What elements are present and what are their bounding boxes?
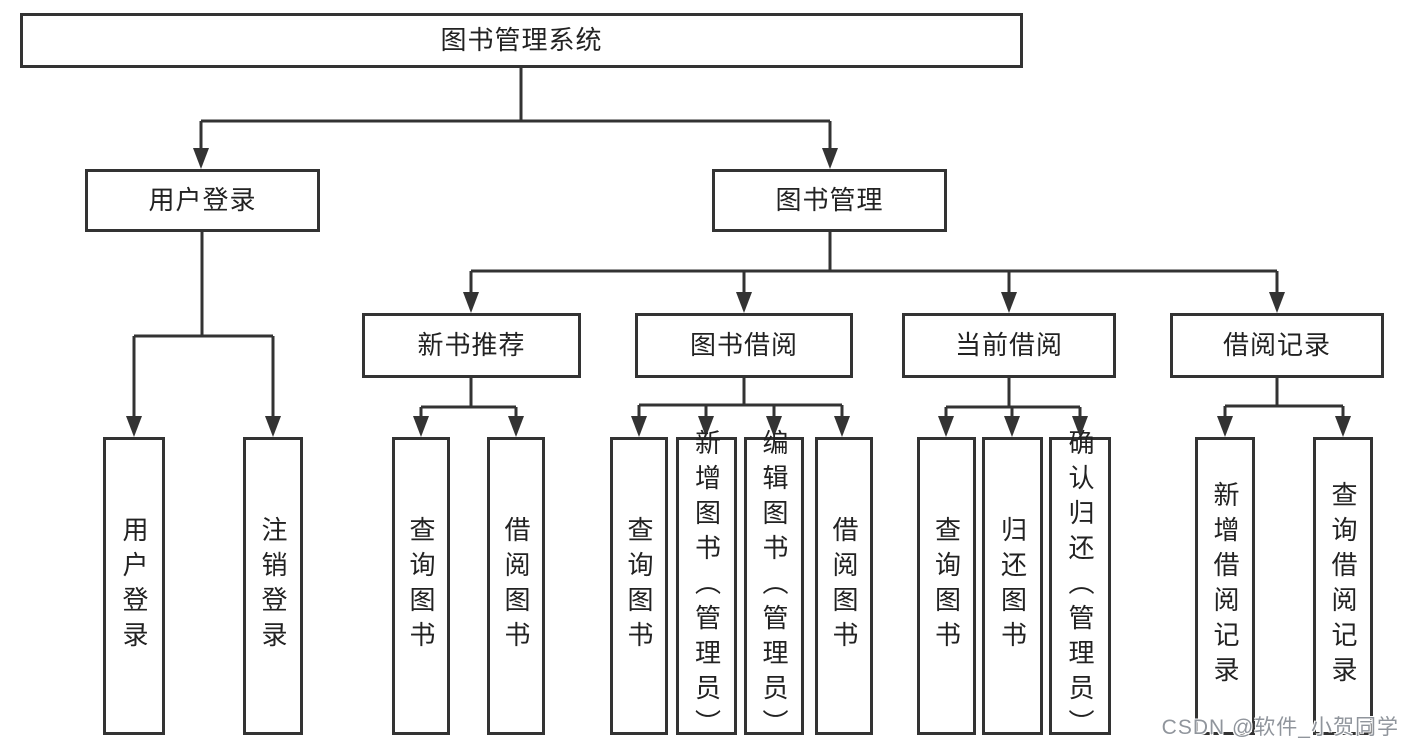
- connector-new-book: [419, 378, 518, 418]
- leaf-borrow-query: 查询图书: [610, 437, 668, 735]
- leaf-borrow-edit-admin: 编辑图书（管理员）: [744, 429, 804, 744]
- node-current-borrow-label: 当前借阅: [954, 330, 1063, 361]
- arrowhead: [1335, 416, 1351, 437]
- leaf-borrow-query-label: 查询图书: [624, 516, 654, 656]
- leaf-logout: 注销登录: [243, 437, 303, 735]
- node-new-book-recommend: 新书推荐: [362, 313, 581, 378]
- connector-current-borrow: [944, 378, 1082, 418]
- node-new-book-recommend-label: 新书推荐: [417, 330, 526, 361]
- leaf-current-confirm-admin: 确认归还（管理员）: [1049, 429, 1111, 744]
- arrowhead: [631, 416, 647, 437]
- leaf-newbook-query: 查询图书: [392, 437, 450, 735]
- node-book-borrow-label: 图书借阅: [689, 330, 798, 361]
- connector-borrow-records: [1223, 378, 1345, 418]
- arrowhead: [413, 416, 429, 437]
- leaf-user-login-label: 用户登录: [119, 516, 149, 656]
- leaf-logout-label: 注销登录: [258, 516, 288, 656]
- leaf-records-add-label: 新增借阅记录: [1210, 481, 1240, 691]
- arrowhead: [508, 416, 524, 437]
- connector-root: [199, 68, 832, 150]
- leaf-borrow-add-admin-label: 新增图书（管理员）: [691, 428, 722, 744]
- leaf-records-add: 新增借阅记录: [1195, 437, 1255, 735]
- node-book-borrow: 图书借阅: [635, 313, 853, 378]
- leaf-borrow-add-admin: 新增图书（管理员）: [676, 429, 737, 744]
- leaf-newbook-borrow-label: 借阅图书: [501, 516, 531, 656]
- leaf-newbook-borrow: 借阅图书: [487, 437, 545, 735]
- node-book-mgmt-label: 图书管理: [775, 185, 884, 216]
- arrowhead: [1001, 292, 1017, 313]
- arrowhead: [938, 416, 954, 437]
- connector-user-login: [132, 232, 275, 418]
- arrowhead: [1217, 416, 1233, 437]
- leaf-current-query: 查询图书: [917, 437, 976, 735]
- leaf-records-query-label: 查询借阅记录: [1328, 481, 1358, 691]
- arrowhead: [822, 148, 838, 169]
- leaf-records-query: 查询借阅记录: [1313, 437, 1373, 735]
- arrowhead: [126, 416, 142, 437]
- leaf-user-login: 用户登录: [103, 437, 165, 735]
- arrowhead: [1004, 416, 1020, 437]
- leaf-borrow-borrow-label: 借阅图书: [829, 516, 859, 656]
- arrowhead: [265, 416, 281, 437]
- connector-book-mgmt: [469, 232, 1279, 294]
- node-user-login-label: 用户登录: [148, 185, 257, 216]
- arrowhead: [834, 416, 850, 437]
- leaf-current-confirm-admin-label: 确认归还（管理员）: [1065, 428, 1095, 744]
- leaf-current-query-label: 查询图书: [931, 516, 962, 656]
- connector-book-borrow: [637, 378, 844, 418]
- leaf-current-return: 归还图书: [982, 437, 1043, 735]
- leaf-current-return-label: 归还图书: [997, 516, 1028, 656]
- arrowhead: [193, 148, 209, 169]
- leaf-borrow-edit-admin-label: 编辑图书（管理员）: [759, 428, 789, 744]
- arrowhead: [1269, 292, 1285, 313]
- leaf-newbook-query-label: 查询图书: [406, 516, 436, 656]
- node-borrow-records: 借阅记录: [1170, 313, 1384, 378]
- node-current-borrow: 当前借阅: [902, 313, 1116, 378]
- node-borrow-records-label: 借阅记录: [1222, 330, 1331, 361]
- leaf-borrow-borrow: 借阅图书: [815, 437, 873, 735]
- watermark: CSDN @软件_小贺同学: [1161, 716, 1399, 739]
- arrowhead: [463, 292, 479, 313]
- node-book-mgmt: 图书管理: [712, 169, 947, 232]
- arrowhead: [736, 292, 752, 313]
- node-root: 图书管理系统: [20, 13, 1023, 68]
- node-user-login: 用户登录: [85, 169, 320, 232]
- node-root-label: 图书管理系统: [440, 25, 603, 56]
